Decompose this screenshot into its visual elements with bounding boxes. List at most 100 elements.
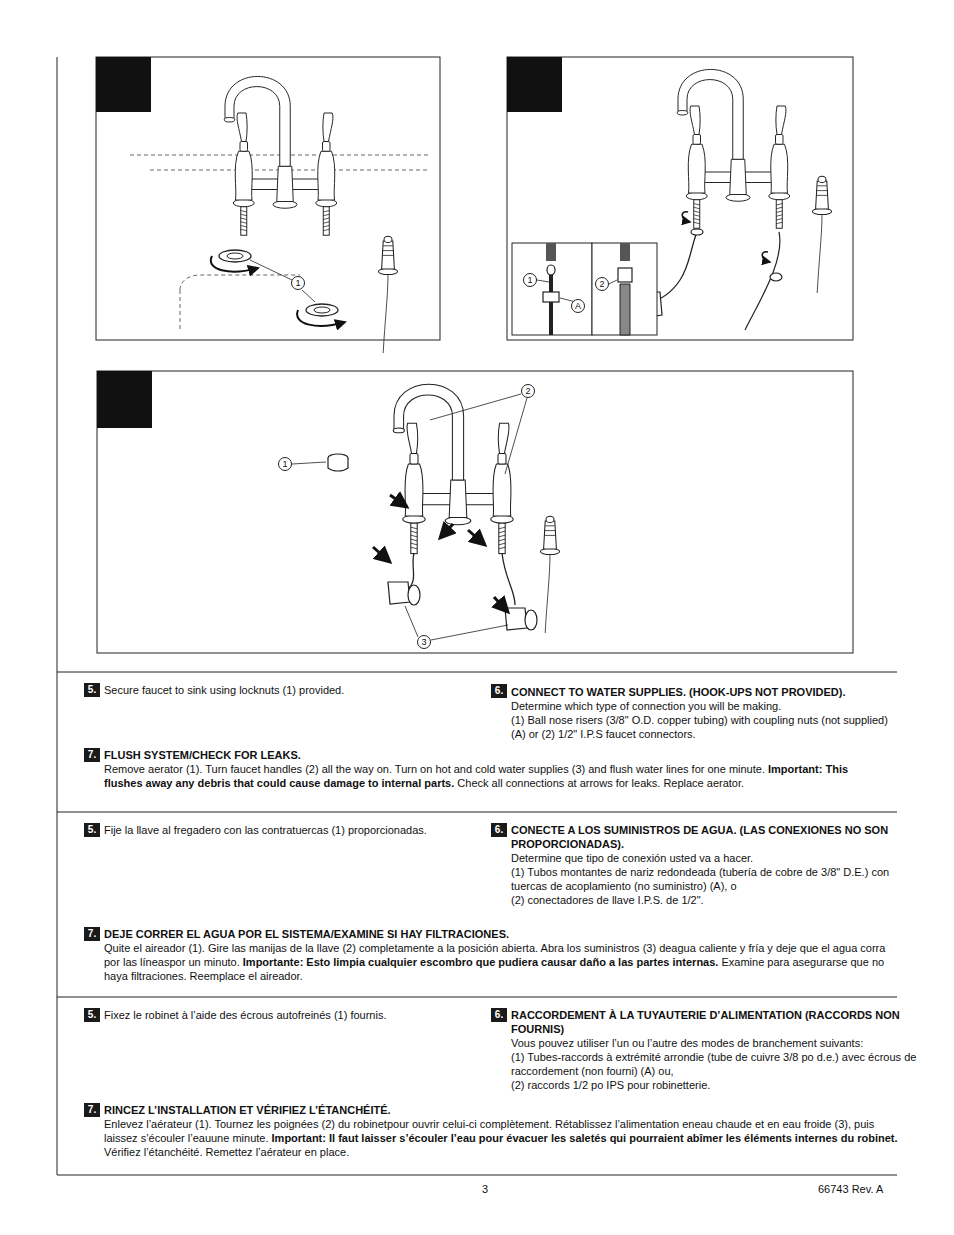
instruction-text: (1) Tubes-raccords à extrémité arrondie … <box>511 1050 921 1078</box>
line-art <box>494 597 508 612</box>
line-art <box>390 495 407 507</box>
instruction-text: Fixez le robinet à l’aide des écrous aut… <box>104 1008 479 1022</box>
instruction-text: Secure faucet to sink using locknuts (1)… <box>104 683 479 697</box>
callout-number: 1 <box>291 276 305 290</box>
callout-text: 2 <box>525 386 530 396</box>
instruction-text: Vous pouvez utiliser l’un ou l’autre des… <box>511 1036 921 1050</box>
text-block: CONECTE A LOS SUMINISTROS DE AGUA. (LAS … <box>511 823 921 907</box>
line-art <box>507 57 853 340</box>
callout-number: 2 <box>521 384 535 398</box>
line-art <box>224 76 337 235</box>
line-art <box>306 304 338 316</box>
step-text: 6. <box>495 824 503 835</box>
instruction-heading: DEJE CORRER EL AGUA POR EL SISTEMA/EXAMI… <box>104 927 884 941</box>
step-number: 7. <box>84 748 100 762</box>
step-text: 5. <box>88 684 96 695</box>
callout-text: 1 <box>282 459 287 469</box>
instruction-text: 66743 Rev. A <box>818 1182 908 1196</box>
line-art <box>682 212 690 222</box>
line-art <box>219 250 251 262</box>
instruction-text: Determine which type of connection you w… <box>511 699 896 713</box>
line-art <box>373 547 390 562</box>
instruction-heading: RACCORDEMENT À LA TUYAUTERIE D’ALIMENTAT… <box>511 1008 921 1036</box>
callout-number: 1 <box>523 273 537 287</box>
line-art <box>547 265 555 275</box>
step-text: 7. <box>88 749 96 760</box>
step-text: 5. <box>88 1009 96 1020</box>
instruction-text: (1) Tubos montantes de nariz redondeada … <box>511 865 921 893</box>
instruction-text: Fije la llave al fregadero con las contr… <box>104 823 479 837</box>
text-block: FLUSH SYSTEM/CHECK FOR LEAKS. <box>104 748 864 762</box>
step-number: 7. <box>84 927 100 941</box>
line-art <box>328 458 348 471</box>
text-block: DEJE CORRER EL AGUA POR EL SISTEMA/EXAMI… <box>104 927 884 941</box>
line-art <box>378 236 397 353</box>
line-art <box>812 176 831 293</box>
line-art <box>762 252 770 262</box>
step-number: 6. <box>491 823 507 837</box>
callout-number: 2 <box>595 277 609 291</box>
line-art <box>502 553 515 605</box>
text-block: 66743 Rev. A <box>818 1182 908 1196</box>
instruction-text: (1) Ball nose risers (3/8" O.D. copper t… <box>511 713 896 741</box>
line-art <box>507 57 562 112</box>
instruction-heading: Importante: Esto limpia cualquier escomb… <box>243 956 719 968</box>
line-art <box>57 672 897 1175</box>
line-art <box>97 371 853 653</box>
instruction-text: 3 <box>482 1182 522 1196</box>
callout-number: 3 <box>417 635 431 649</box>
line-art <box>211 256 258 272</box>
instruction-text: Vérifiez l’étanchéité. Remettez l’aérate… <box>104 1146 349 1158</box>
line-art <box>388 582 410 604</box>
line-art <box>292 394 527 640</box>
line-art <box>620 243 630 261</box>
line-art <box>543 292 559 302</box>
callout-text: 1 <box>527 275 532 285</box>
instruction-heading: CONECTE A LOS SUMINISTROS DE AGUA. (LAS … <box>511 823 921 851</box>
step-number: 6. <box>491 684 507 698</box>
line-art <box>97 371 152 428</box>
line-art <box>440 524 453 538</box>
line-art <box>691 229 703 235</box>
instruction-text: Remove aerator (1). Turn faucet handles … <box>104 763 765 775</box>
step-text: 7. <box>88 1104 96 1115</box>
callout-text: A <box>575 301 581 311</box>
text-block: Secure faucet to sink using locknuts (1)… <box>104 683 479 697</box>
instruction-text: Check all connections at arrows for leak… <box>457 777 744 789</box>
instruction-heading: CONNECT TO WATER SUPPLIES. (HOOK-UPS NOT… <box>511 685 896 699</box>
instruction-text: (2) raccords 1/2 po IPS pour robinetteri… <box>511 1078 921 1092</box>
line-art <box>546 243 556 261</box>
line-art <box>314 307 330 313</box>
step-number: 5. <box>84 1008 100 1022</box>
line-art <box>677 69 790 228</box>
callout-number: A <box>571 299 585 313</box>
text-block: Fije la llave al fregadero con las contr… <box>104 823 479 837</box>
text-block: RACCORDEMENT À LA TUYAUTERIE D’ALIMENTAT… <box>511 1008 921 1092</box>
text-block: Quite el aireador (1). Gire las manijas … <box>104 941 904 983</box>
line-art <box>96 57 440 340</box>
line-art <box>393 384 513 553</box>
step-number: 5. <box>84 823 100 837</box>
text-block: Remove aerator (1). Turn faucet handles … <box>104 762 869 790</box>
text-block: RINCEZ L’INSTALLATION ET VÉRIFIEZ L’ÉTAN… <box>104 1103 884 1117</box>
callout-text: 2 <box>599 279 604 289</box>
text-block: CONNECT TO WATER SUPPLIES. (HOOK-UPS NOT… <box>511 685 896 741</box>
instruction-heading: RINCEZ L’INSTALLATION ET VÉRIFIEZ L’ÉTAN… <box>104 1103 884 1117</box>
line-art <box>592 243 657 335</box>
instruction-text: (2) conectadores de llave I.P.S. de 1/2"… <box>511 893 921 907</box>
line-art <box>620 284 630 335</box>
callout-number: 1 <box>278 457 292 471</box>
instruction-heading: Important: Il faut laisser s’écouler l’e… <box>272 1132 898 1144</box>
step-text: 6. <box>495 685 503 696</box>
line-art <box>618 268 632 282</box>
line-art <box>297 310 345 326</box>
text-block: 3 <box>482 1182 522 1196</box>
instruction-heading: FLUSH SYSTEM/CHECK FOR LEAKS. <box>104 748 864 762</box>
line-art <box>770 273 782 281</box>
step-text: 6. <box>495 1009 503 1020</box>
line-art <box>512 243 592 335</box>
step-number: 6. <box>491 1008 507 1022</box>
line-art <box>408 585 420 605</box>
callout-text: 1 <box>295 278 300 288</box>
